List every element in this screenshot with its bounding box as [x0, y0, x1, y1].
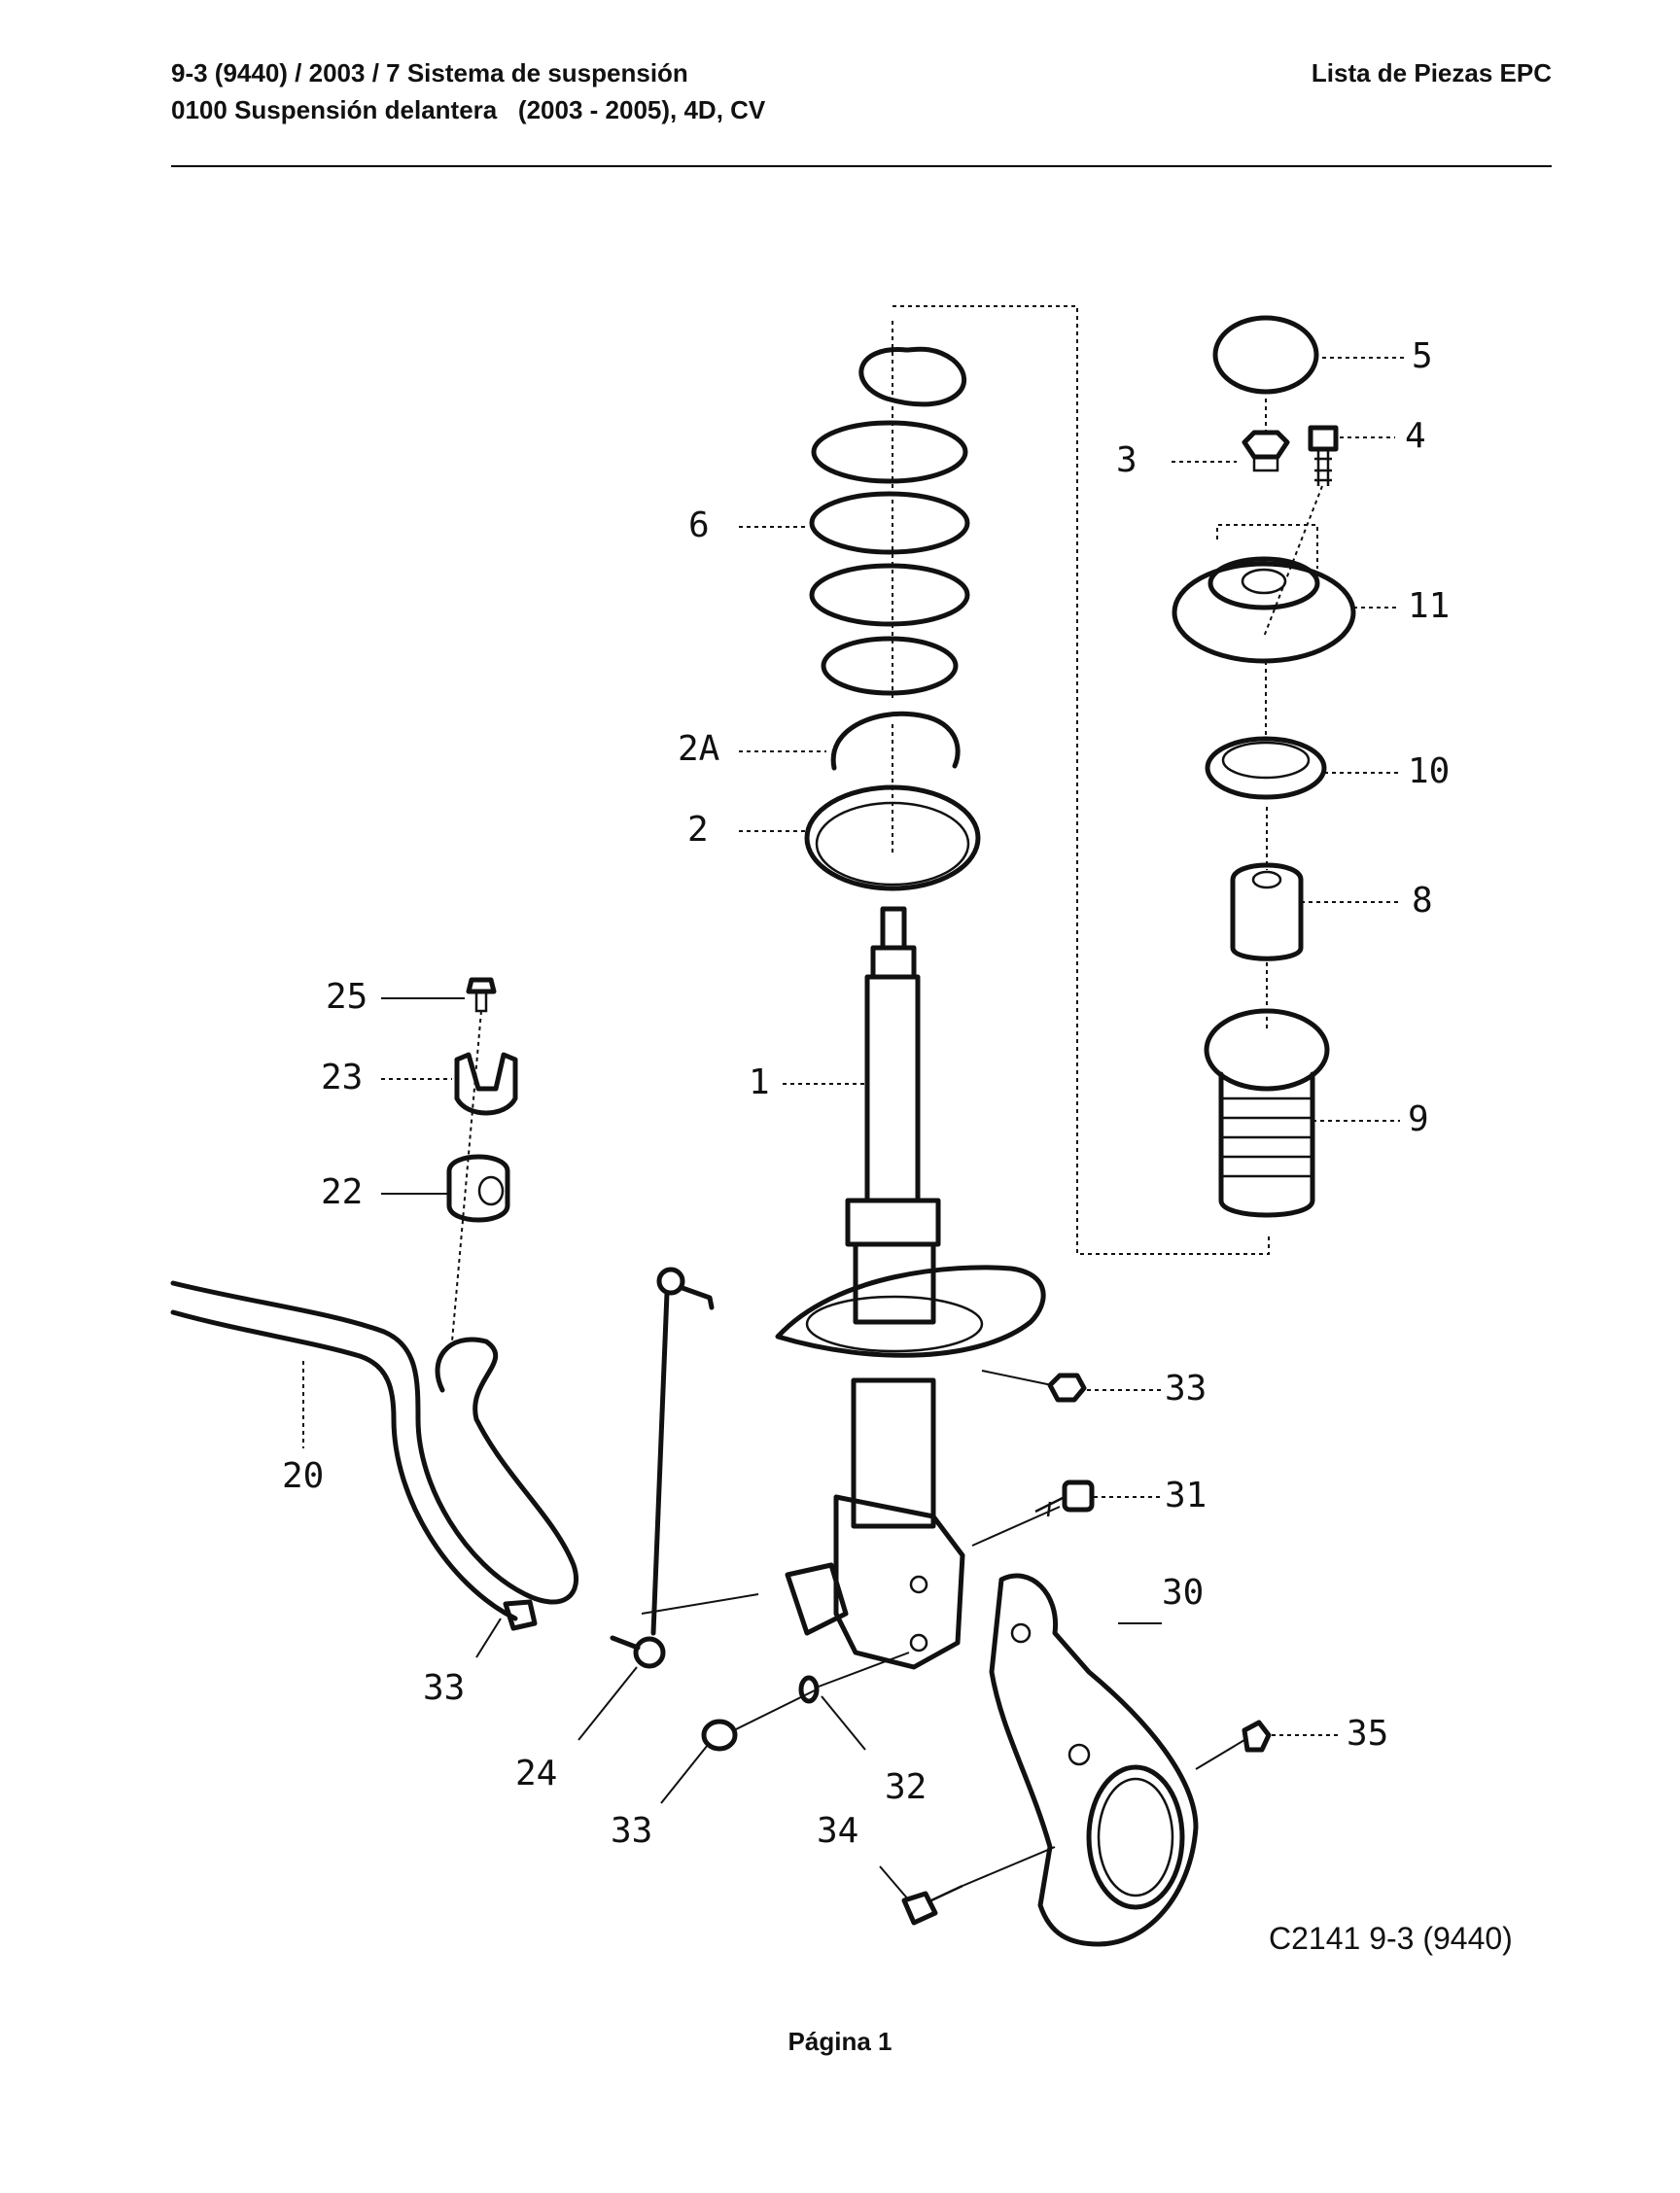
header-title: 9-3 (9440) / 2003 / 7 Sistema de suspens…	[171, 58, 688, 87]
callout-33-c: 33	[611, 1811, 652, 1851]
callout-5: 5	[1412, 336, 1433, 376]
callout-35: 35	[1347, 1714, 1388, 1754]
upper-strut-mount	[1172, 485, 1356, 664]
nut-35	[1242, 1720, 1272, 1753]
callout-3: 3	[1116, 440, 1138, 480]
callout-4: 4	[1405, 416, 1426, 456]
callout-34: 34	[817, 1811, 858, 1851]
strut-bearing	[1205, 661, 1327, 800]
callout-1: 1	[749, 1062, 770, 1102]
callout-10: 10	[1408, 751, 1450, 791]
leader-lines	[302, 357, 1405, 1901]
callout-labels: 1 2 2A 3 4 5 6 8 9 10 11 20 22 23 24 25 …	[282, 336, 1513, 1956]
shock-absorber-strut	[775, 906, 1046, 1670]
mount-cap	[1212, 315, 1319, 395]
callout-33-b: 33	[423, 1668, 465, 1708]
callout-20: 20	[282, 1456, 324, 1496]
nut-33-b	[503, 1599, 538, 1631]
dust-boot	[1204, 962, 1330, 1218]
coil-spring	[809, 321, 970, 700]
callout-30: 30	[1162, 1573, 1204, 1613]
callout-25: 25	[326, 977, 368, 1017]
callout-31: 31	[1165, 1476, 1207, 1515]
header-divider	[171, 165, 1552, 167]
callout-11: 11	[1408, 586, 1450, 626]
nut-3	[1242, 399, 1290, 472]
header-list-title: Lista de Piezas EPC	[1311, 58, 1552, 87]
header-subtitle: 0100 Suspensión delantera (2003 - 2005),…	[171, 95, 766, 124]
callout-2a: 2A	[678, 729, 720, 769]
steering-knuckle	[989, 1573, 1199, 1947]
callout-24: 24	[515, 1754, 557, 1793]
spring-seat	[804, 724, 981, 891]
assembly-bracket	[892, 305, 1270, 1255]
spring-seat-2a	[830, 711, 961, 771]
callout-32: 32	[885, 1767, 927, 1807]
callout-33-a: 33	[1165, 1369, 1207, 1409]
drawing-reference: C2141 9-3 (9440)	[1269, 1921, 1513, 1956]
callout-6: 6	[688, 505, 710, 545]
bump-stop	[1230, 807, 1304, 961]
nut-33-a	[1047, 1373, 1087, 1403]
washer-32	[798, 1675, 820, 1704]
bolt-4	[1308, 425, 1339, 486]
stabilizer-bar	[170, 1280, 579, 1621]
callout-2: 2	[687, 810, 709, 850]
bolt-31	[1034, 1479, 1095, 1517]
nut-33-c	[701, 1719, 738, 1752]
page-number: Página 1	[788, 2027, 892, 2056]
bushing-bracket	[454, 1052, 518, 1116]
bolt-34	[901, 1884, 963, 1926]
stabilizer-bushing	[446, 1154, 510, 1223]
bolt-25	[451, 977, 497, 1342]
callout-22: 22	[321, 1172, 363, 1212]
callout-23: 23	[321, 1058, 363, 1097]
callout-9: 9	[1408, 1099, 1429, 1139]
callout-8: 8	[1412, 881, 1433, 921]
stabilizer-link	[610, 1267, 715, 1669]
